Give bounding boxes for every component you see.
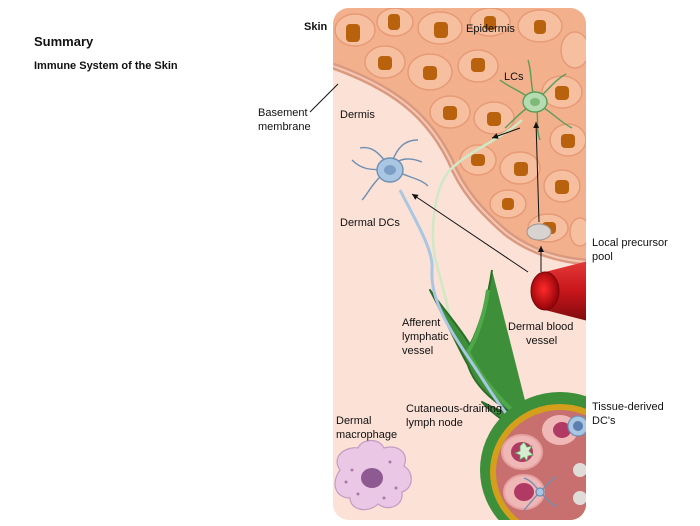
dermal-macrophage xyxy=(334,439,412,511)
lymph-node xyxy=(480,392,586,520)
label-macrophage: macrophage xyxy=(336,429,397,441)
label-blood-vessel: vessel xyxy=(526,335,557,347)
label-vessel: vessel xyxy=(402,345,433,357)
lc-migration-path xyxy=(431,119,523,321)
label-dermis: Dermis xyxy=(340,109,375,121)
label-dermal: Dermal xyxy=(336,415,371,427)
summary-heading: Summary xyxy=(34,34,94,49)
dermal-blood-vessel xyxy=(530,260,586,322)
label-epidermis: Epidermis xyxy=(466,23,515,35)
label-lymph-node: lymph node xyxy=(406,417,463,429)
label-skin: Skin xyxy=(304,21,328,33)
label-precursor: Local precursor xyxy=(592,237,668,249)
basement-leader-line xyxy=(309,83,339,113)
label-cutaneous: Cutaneous-draining xyxy=(406,403,502,415)
label-dcs: DC's xyxy=(592,415,616,427)
skin-panel xyxy=(333,8,586,520)
label-basement: Basement xyxy=(258,107,308,119)
precursor-cell xyxy=(526,223,552,241)
label-dermal-dcs: Dermal DCs xyxy=(340,217,400,229)
migration-arrows xyxy=(411,121,544,273)
dc-migration-path xyxy=(398,189,522,432)
label-lymphatic: lymphatic xyxy=(402,331,449,343)
langerhans-cell xyxy=(499,59,573,141)
label-precursor-pool: pool xyxy=(592,251,613,263)
diagram-title: Immune System of the Skin xyxy=(34,60,178,72)
label-afferent: Afferent xyxy=(402,317,440,329)
label-lcs: LCs xyxy=(504,71,524,83)
label-dermal-blood: Dermal blood xyxy=(508,321,573,333)
dermal-dc-cell xyxy=(351,139,429,201)
label-tissue-derived: Tissue-derived xyxy=(592,401,664,413)
label-membrane: membrane xyxy=(258,121,311,133)
